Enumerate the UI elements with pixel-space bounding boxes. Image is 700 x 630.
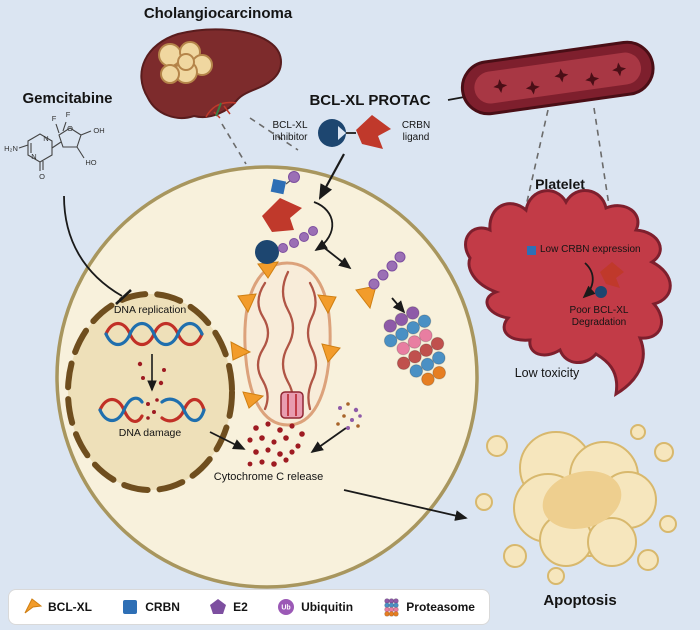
legend-label-bclxl: BCL-XL: [48, 600, 92, 614]
ubiquitin-badge: Ub: [281, 605, 290, 612]
cholangiocarcinoma-title: Cholangiocarcinoma: [143, 5, 293, 22]
legend-label-e2: E2: [233, 600, 248, 614]
protac-title: BCL-XL PROTAC: [309, 92, 431, 109]
arrow-to-proteasome: [391, 297, 406, 314]
legend-bar: BCL-XL CRBN E2 Ub Ubiquitin: [8, 589, 490, 625]
ubiquitin-icon: Ub: [278, 599, 295, 615]
mitochondria: [243, 261, 332, 427]
platelet-degradation-label: Poor BCL-XL Degradation: [569, 305, 629, 328]
mitochondria-cristae: [256, 270, 318, 411]
arrow-protac-binding: [313, 201, 334, 251]
protac-inhibitor-label: BCL-XL inhibitor: [272, 120, 308, 143]
arrow-to-free-complex: [321, 245, 352, 270]
atom-label: F: [52, 114, 57, 123]
crbn-square-in-platelet: [527, 246, 536, 255]
legend-item-e2: E2: [208, 597, 248, 617]
legend-label-proteasome: Proteasome: [406, 600, 475, 614]
atom-label: O: [39, 172, 45, 181]
protac-ligand-label: CRBN ligand: [401, 120, 431, 143]
legend-label-ubiquitin: Ubiquitin: [301, 600, 354, 614]
mitochondria-pore: [280, 391, 304, 419]
platelet-title: Platelet: [535, 176, 585, 192]
gemcitabine-title: Gemcitabine: [22, 90, 113, 107]
dna-helix-damaged: [98, 396, 206, 423]
legend-label-crbn: CRBN: [145, 600, 180, 614]
atom-label: O: [67, 124, 73, 133]
atom-label: N: [43, 134, 48, 143]
crbn-icon: [123, 600, 138, 614]
protac-complex-in-cell: [262, 171, 302, 232]
blood-vessel-illustration: [460, 40, 655, 116]
proteasome: [383, 306, 446, 387]
arrow-protac-to-cell: [318, 153, 345, 200]
platelet-low-crbn-label: Low CRBN expression: [540, 244, 641, 255]
tumor-nodules: [158, 41, 213, 84]
dna-damage-label: DNA damage: [118, 427, 182, 439]
protac-icon-in-platelet: [595, 262, 624, 298]
inhibitor-ubiquitin-chain: [255, 226, 318, 264]
dashed-connectors: [221, 107, 611, 213]
apoptotic-cell: [475, 424, 677, 585]
liver-illustration: [140, 28, 282, 119]
atom-label: OH: [93, 126, 104, 135]
arrow-cytc-to-apoptosis: [343, 489, 468, 521]
vessel-platelets: [493, 62, 627, 95]
atom-label: HO: [85, 158, 96, 167]
bclxl-proteins: [230, 261, 341, 409]
dna-helix-intact: [104, 321, 204, 347]
protac-molecule: [318, 115, 391, 149]
arrow-fragments-to-cytc: [310, 427, 347, 454]
atom-label: H₂N: [4, 144, 18, 153]
inhibition-line: [63, 195, 132, 305]
ubiquitinated-bclxl: [355, 251, 406, 310]
low-toxicity-label: Low toxicity: [514, 366, 580, 380]
dna-damage-arrow: [137, 354, 166, 392]
nucleus: [65, 291, 235, 493]
legend-item-ubiquitin: Ub Ubiquitin: [276, 597, 353, 617]
proteasome-icon: [384, 598, 400, 617]
bclxl-icon: [24, 598, 43, 614]
apoptosis-title: Apoptosis: [543, 592, 617, 609]
atom-label: N: [31, 152, 36, 161]
cytochrome-c-dots: [247, 421, 305, 467]
legend-item-crbn: CRBN: [120, 597, 180, 617]
dna-replication-label: DNA replication: [113, 304, 187, 316]
cytochrome-release-label: Cytochrome C release: [213, 471, 324, 483]
atom-label: F: [66, 110, 71, 119]
arrow-platelet-degradation: [582, 262, 596, 299]
platelet-cell: [464, 189, 672, 397]
legend-item-proteasome: Proteasome: [381, 597, 475, 617]
legend-item-bclxl: BCL-XL: [23, 597, 92, 617]
degradation-fragments: [336, 402, 362, 430]
gemcitabine-structure: H₂N N N O O F F OH HO: [4, 110, 105, 181]
arrow-nucleus-to-cytc: [209, 431, 246, 450]
e2-icon: [210, 599, 227, 614]
